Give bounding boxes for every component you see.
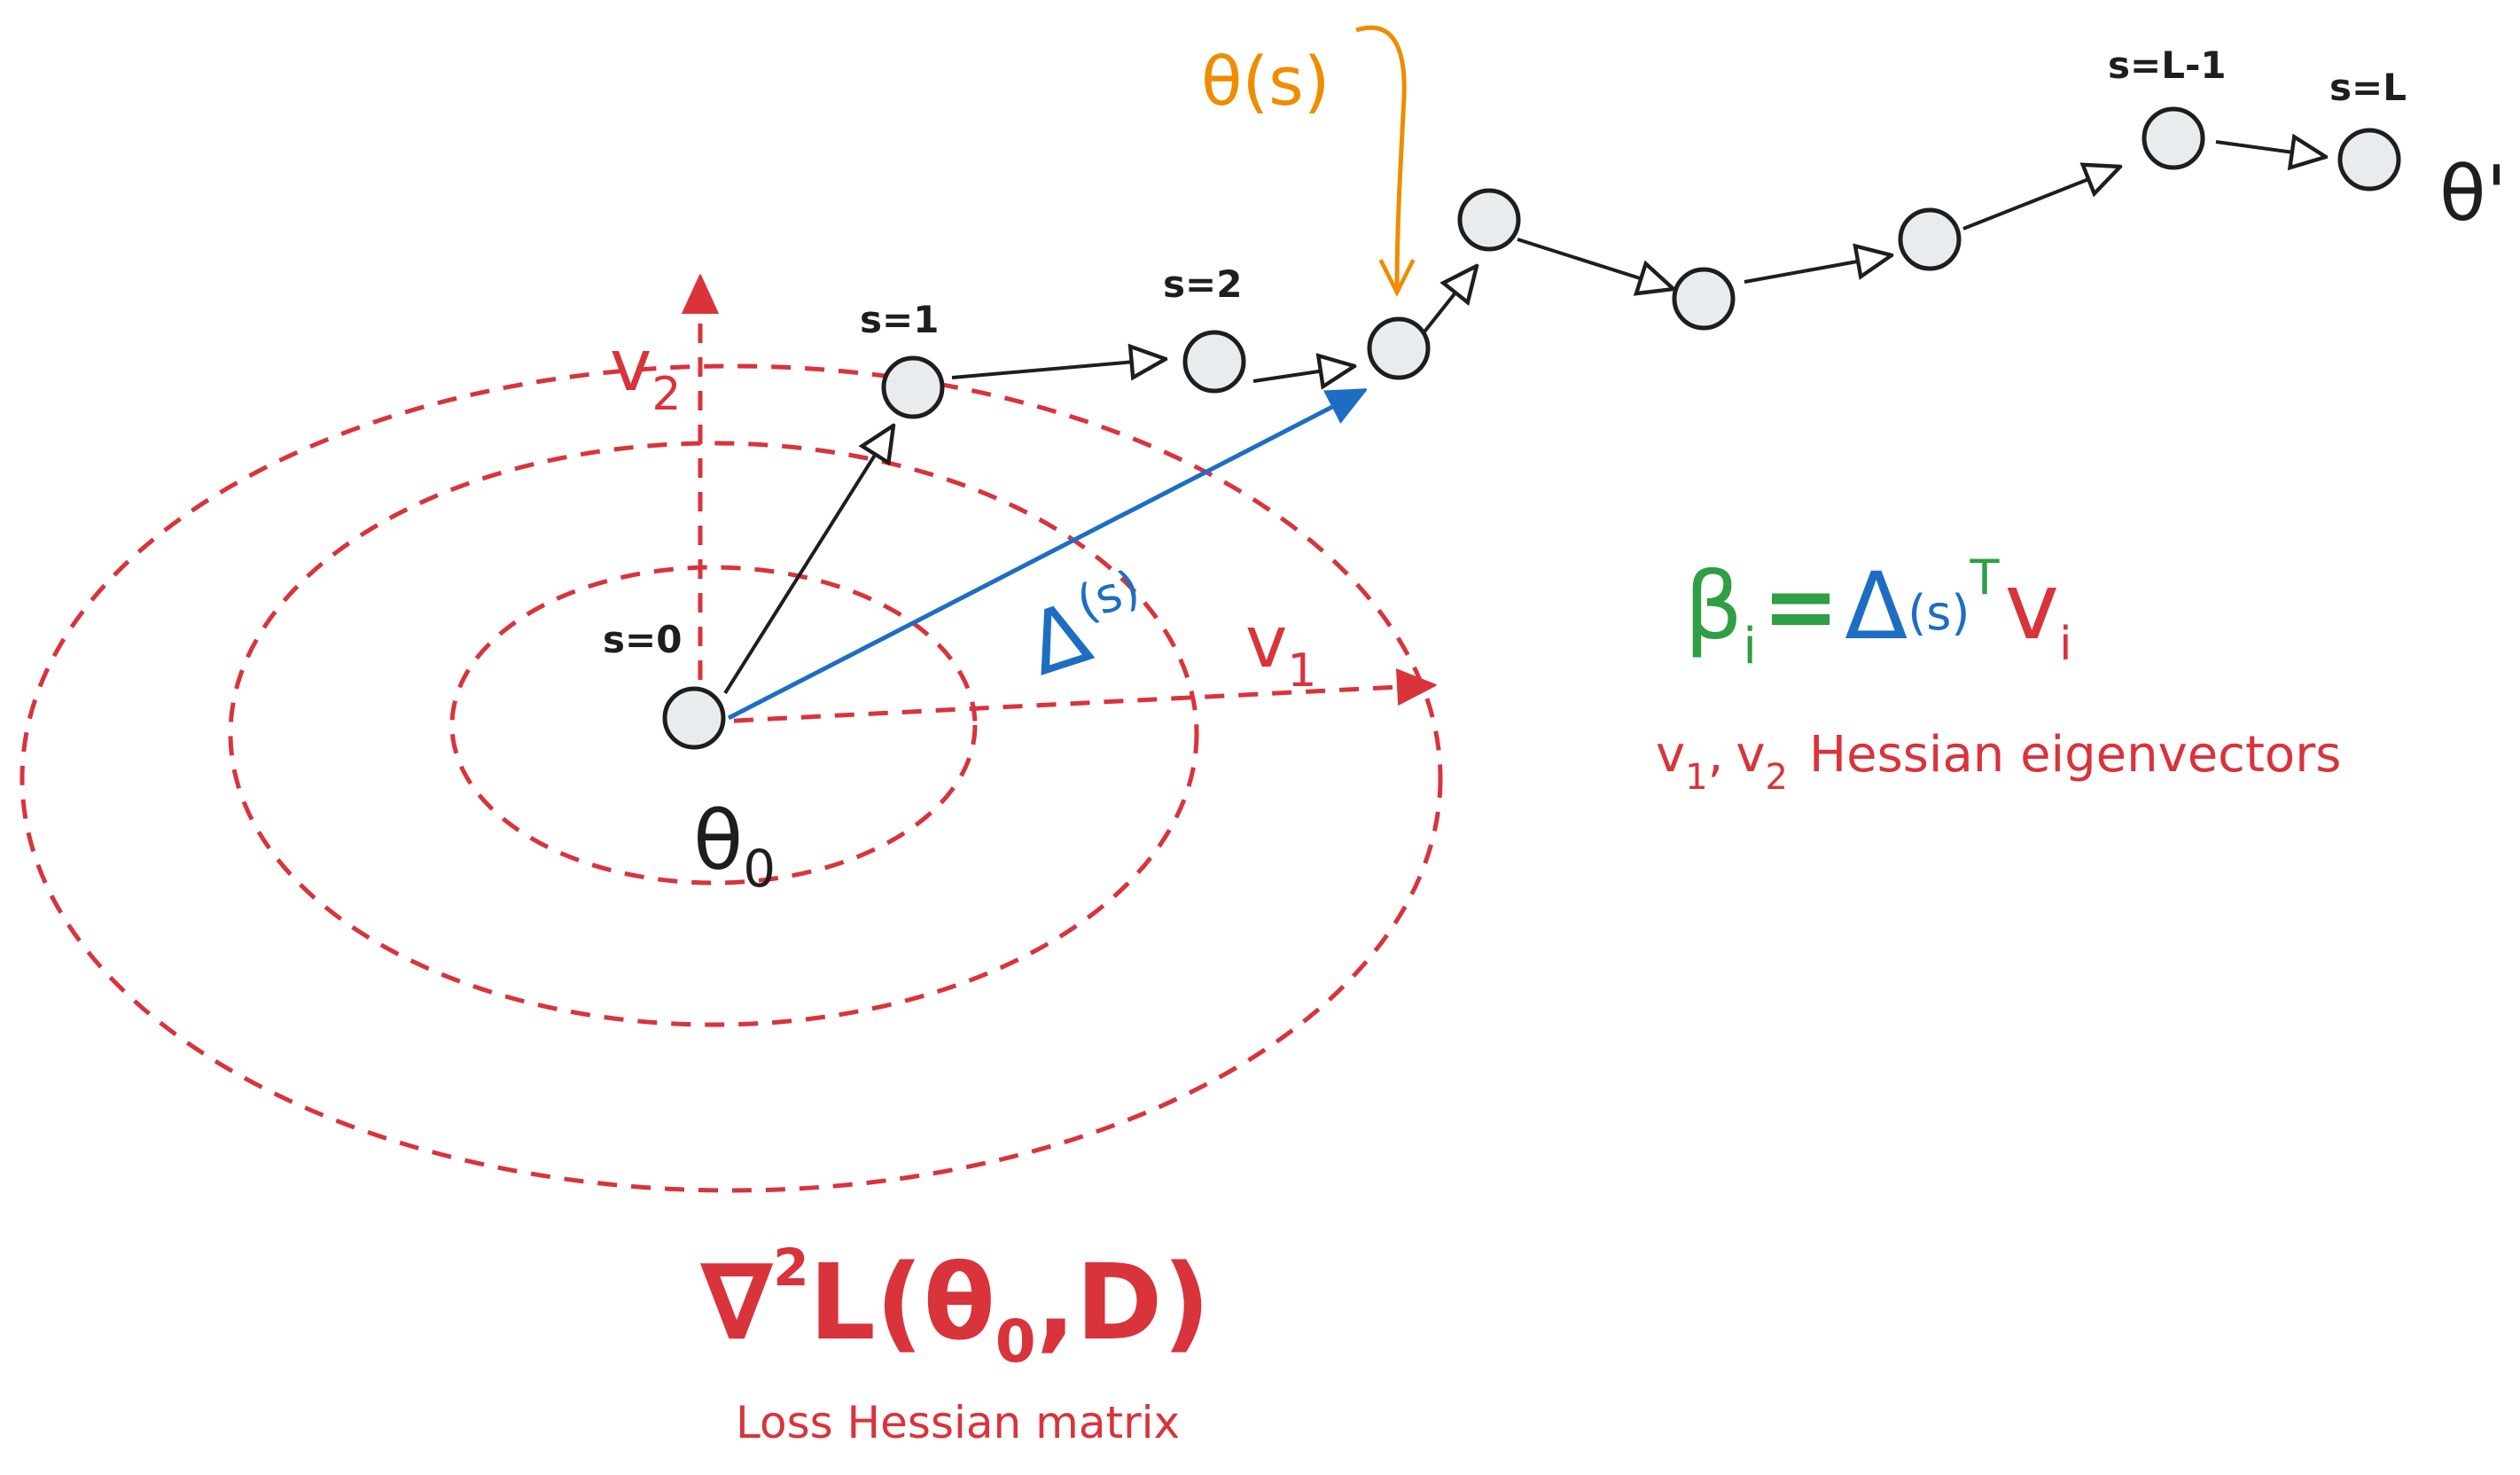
theta-prime-label: θ' bbox=[2439, 150, 2507, 238]
v1-eigenvector-arrow bbox=[699, 685, 1434, 725]
node-s0 bbox=[662, 686, 726, 750]
theta-s-pointer-arrow bbox=[1355, 25, 1404, 293]
v1-subscript: 1 bbox=[1287, 644, 1316, 698]
arrow-sL1-sL bbox=[2215, 142, 2326, 157]
hessian-superscript: 2 bbox=[773, 1237, 808, 1298]
delta-vector-arrow bbox=[727, 387, 1365, 721]
arrow-s3-s4 bbox=[1420, 266, 1477, 337]
step-label-s0: s=0 bbox=[603, 618, 682, 661]
hessian-expression: ∇2L(θ0,D) bbox=[700, 1237, 1210, 1376]
step-label-s2: s=2 bbox=[1163, 262, 1242, 306]
hessian-rest: ,D) bbox=[1036, 1241, 1211, 1363]
trajectory-arrows bbox=[723, 142, 2326, 695]
node-sL bbox=[2337, 128, 2401, 191]
beta-transpose: T bbox=[1970, 550, 2001, 605]
arrow-s4-s5 bbox=[1517, 238, 1673, 289]
v1-label: v1 bbox=[1245, 601, 1316, 698]
beta-v: v bbox=[2005, 552, 2060, 660]
theta-0-label: θ0 bbox=[693, 793, 776, 899]
contour-inner bbox=[449, 565, 978, 886]
arrow-s2-s3 bbox=[1252, 366, 1354, 381]
beta-symbol: β bbox=[1684, 552, 1743, 660]
hessian-body: L(θ bbox=[809, 1241, 995, 1363]
node-s1 bbox=[881, 355, 945, 419]
delta-label: Δ(s) bbox=[1015, 559, 1161, 695]
hessian-nabla: ∇ bbox=[700, 1241, 774, 1363]
theta-s-label: θ(s) bbox=[1201, 42, 1330, 121]
contour-outer bbox=[20, 363, 1443, 1193]
beta-v-subscript: i bbox=[2059, 618, 2071, 671]
arrow-s1-s2 bbox=[951, 359, 1166, 378]
beta-delta: Δ bbox=[1845, 552, 1908, 660]
node-s2 bbox=[1182, 330, 1246, 394]
beta-formula: βi=Δ(s)Tvi bbox=[1684, 550, 2072, 675]
step-label-sL1: s=L-1 bbox=[2108, 43, 2227, 87]
arrow-s5-s6 bbox=[1744, 255, 1892, 284]
step-label-s1: s=1 bbox=[860, 298, 939, 341]
node-s4 bbox=[1457, 188, 1521, 252]
contour-middle bbox=[228, 441, 1199, 1027]
step-label-sL: s=L bbox=[2329, 66, 2407, 109]
arrow-s0-s1 bbox=[723, 425, 893, 695]
hessian-caption: Loss Hessian matrix bbox=[736, 1397, 1180, 1448]
arrow-s6-sL1 bbox=[1962, 167, 2120, 230]
trajectory-nodes bbox=[662, 106, 2401, 750]
beta-equals: = bbox=[1762, 552, 1839, 660]
contour-ellipses bbox=[20, 363, 1443, 1193]
theta-0-subscript: 0 bbox=[743, 839, 776, 899]
v2-subscript: 2 bbox=[651, 368, 681, 421]
beta-subscript: i bbox=[1743, 618, 1757, 675]
v2-label: v2 bbox=[610, 324, 681, 421]
node-s3 bbox=[1367, 316, 1431, 380]
hessian-subscript: 0 bbox=[995, 1307, 1036, 1376]
node-sL1 bbox=[2142, 106, 2205, 170]
beta-delta-arg: (s) bbox=[1908, 585, 1970, 641]
node-s5 bbox=[1672, 267, 1736, 331]
node-s6 bbox=[1898, 207, 1962, 271]
